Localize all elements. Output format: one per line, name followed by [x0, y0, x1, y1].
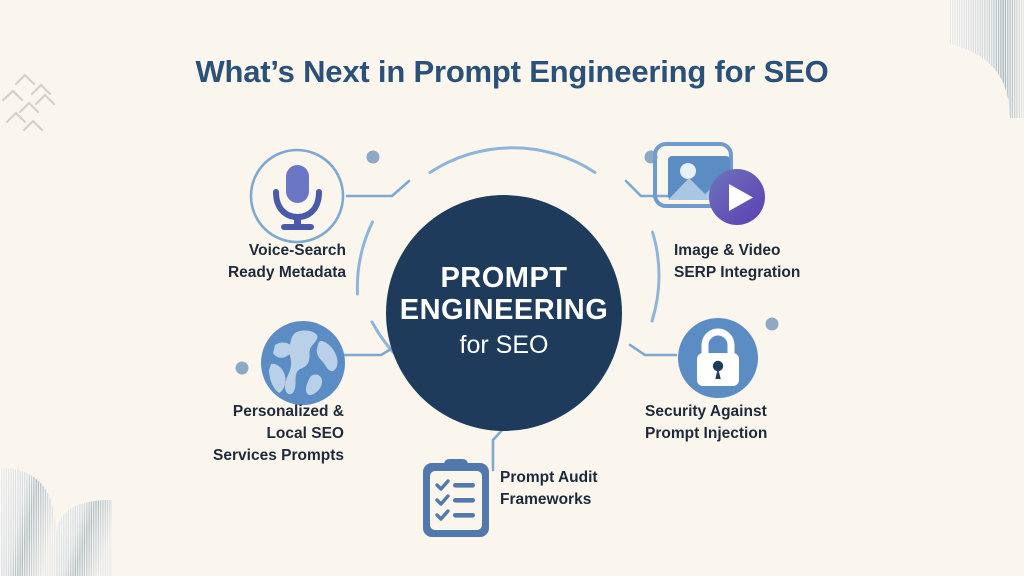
node-label-voice-search: Voice-Search Ready Metadata: [227, 242, 346, 281]
clipboard-checklist-icon: [423, 459, 489, 537]
microphone-icon: [249, 148, 345, 244]
node-icon-personalized-local[interactable]: [259, 319, 347, 412]
node-label-image-video: Image & Video SERP Integration: [674, 242, 801, 281]
node-label-personalized-local: Personalized & Local SEO Services Prompt…: [213, 403, 344, 464]
hub-title-line-1: PROMPT: [440, 261, 568, 294]
page-title: What’s Next in Prompt Engineering for SE…: [195, 54, 829, 89]
connector-prompt-audit: [491, 425, 507, 472]
image-video-play-icon: [653, 142, 765, 225]
accent-dot-left: [235, 361, 249, 375]
node-icon-voice-search[interactable]: [247, 146, 347, 251]
node-label-security: Security Against Prompt Injection: [645, 403, 768, 442]
node-icon-image-video[interactable]: [651, 140, 769, 235]
connector-image-video: [624, 179, 681, 198]
hub-subtitle: for SEO: [459, 330, 549, 359]
node-icon-security[interactable]: [676, 316, 760, 405]
accent-dot-right: [765, 317, 779, 331]
center-hub: PROMPT ENGINEERING for SEO: [386, 195, 622, 431]
accent-dot-top-left: [366, 150, 380, 164]
connector-security: [628, 343, 678, 357]
lock-icon: [678, 318, 758, 398]
globe-icon: [261, 321, 345, 405]
node-icon-prompt-audit[interactable]: [420, 456, 492, 545]
connector-voice-search: [345, 179, 411, 198]
node-label-prompt-audit: Prompt Audit Frameworks: [500, 469, 598, 508]
hub-title-line-2: ENGINEERING: [399, 294, 609, 327]
